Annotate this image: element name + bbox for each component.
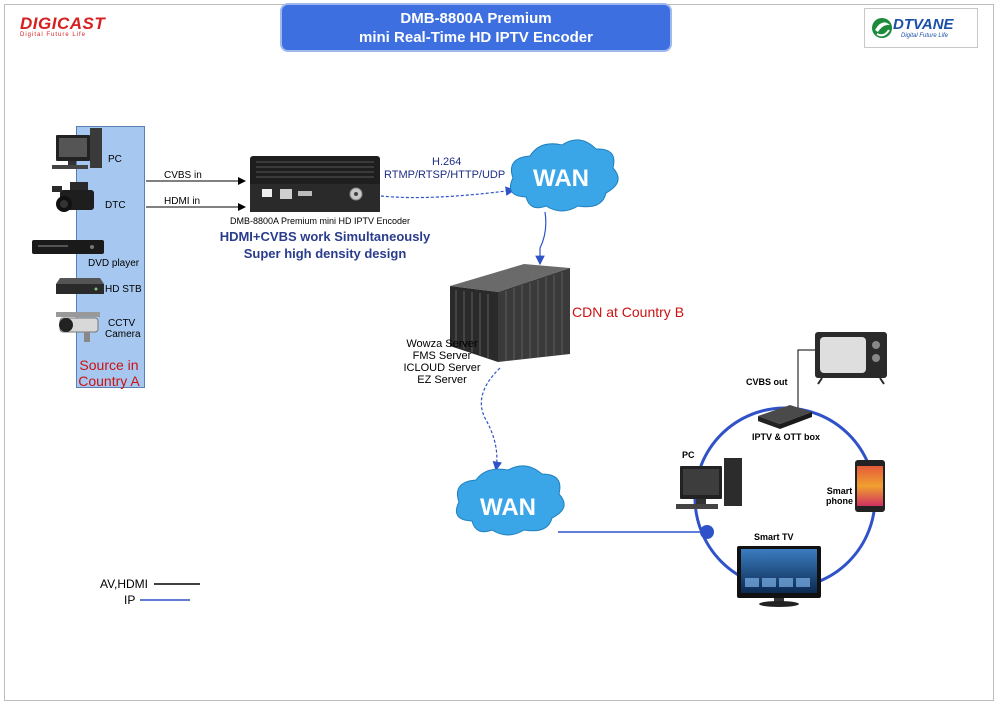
source-panel bbox=[76, 126, 145, 388]
source-label-dtc: DTC bbox=[105, 200, 126, 211]
source-label-dvd-player: DVD player bbox=[88, 258, 140, 269]
cdn-label: CDN at Country B bbox=[572, 304, 685, 320]
cdn-to-wan-link bbox=[480, 367, 503, 472]
pc-source-icon bbox=[52, 128, 102, 169]
wan-cloud-bottom bbox=[455, 465, 565, 536]
stream-codec-label: H.264 bbox=[432, 156, 462, 168]
source-label-hd-stb: HD STB bbox=[105, 284, 142, 295]
encoder-caption: DMB-8800A Premium mini HD IPTV Encoder bbox=[230, 216, 411, 226]
hd-stb-icon bbox=[56, 278, 104, 294]
home-network-node bbox=[700, 525, 714, 539]
iptv-ott-box-icon bbox=[758, 405, 812, 429]
cdn-server-wowza: Wowza Server bbox=[406, 338, 478, 350]
hdmi-in-label: HDMI in bbox=[164, 196, 201, 207]
pc-home-icon bbox=[676, 458, 742, 509]
wan-cloud-top bbox=[509, 139, 619, 212]
encoder-to-wan-link bbox=[380, 186, 516, 199]
cdn-server-ez: EZ Server bbox=[417, 374, 467, 386]
smart-tv-icon bbox=[737, 546, 821, 607]
cctv-camera-icon bbox=[56, 312, 100, 342]
retro-tv-icon bbox=[815, 332, 887, 385]
camcorder-icon bbox=[52, 182, 94, 212]
title-line-2: mini Real-Time HD IPTV Encoder bbox=[359, 29, 593, 46]
pc-home-label: PC bbox=[682, 450, 695, 460]
dtvane-logo-text: DTVANE bbox=[893, 16, 954, 33]
wan-top-label: WAN bbox=[533, 165, 589, 192]
legend-ip-label: IP bbox=[124, 593, 136, 607]
encoder-feature-2: Super high density design bbox=[243, 246, 407, 261]
source-caption-line-1: Source in bbox=[79, 357, 139, 373]
source-caption: Source in Country A bbox=[68, 357, 150, 389]
dtvane-swirl-icon bbox=[872, 18, 892, 38]
cdn-server-list: Wowza Server FMS Server ICLOUD Server EZ… bbox=[394, 338, 490, 386]
cdn-server-icloud: ICLOUD Server bbox=[403, 362, 481, 374]
encoder-feature-1: HDMI+CVBS work Simultaneously bbox=[219, 229, 431, 244]
dtvane-logo-tagline: Digital Future Life bbox=[901, 33, 949, 39]
source-label-cctv: CCTV bbox=[108, 318, 136, 329]
cdn-server-rack-icon bbox=[450, 264, 570, 362]
wan-to-cdn-link bbox=[535, 211, 547, 266]
source-label-pc: PC bbox=[108, 154, 122, 165]
iptv-ott-box-label: IPTV & OTT box bbox=[752, 432, 821, 442]
smart-phone-label-line-2: phone bbox=[826, 496, 853, 506]
digicast-logo-tagline: Digital Future Life bbox=[20, 32, 87, 38]
smart-phone-label: Smart phone bbox=[826, 486, 853, 506]
stream-protocols-label: RTMP/RTSP/HTTP/UDP bbox=[384, 169, 506, 181]
dtvane-logo: DTVANE Digital Future Life bbox=[864, 8, 978, 48]
dvd-player-icon bbox=[32, 240, 104, 254]
diagram-title: DMB-8800A Premium mini Real-Time HD IPTV… bbox=[280, 3, 672, 52]
source-label-camera: Camera bbox=[105, 329, 141, 340]
encoder-device-icon bbox=[250, 156, 380, 212]
smart-tv-label: Smart TV bbox=[754, 532, 794, 542]
cvbs-in-label: CVBS in bbox=[164, 170, 202, 181]
digicast-logo: DIGICAST Digital Future Life bbox=[20, 14, 105, 38]
box-to-tv-cable bbox=[797, 349, 815, 408]
cdn-server-fms: FMS Server bbox=[412, 350, 472, 362]
digicast-logo-text: DIGICAST bbox=[20, 14, 106, 33]
smart-phone-label-line-1: Smart bbox=[826, 486, 853, 496]
source-caption-line-2: Country A bbox=[78, 373, 140, 389]
smart-phone-icon bbox=[855, 460, 885, 512]
legend-av-hdmi-label: AV,HDMI bbox=[100, 577, 149, 591]
wan-bottom-label: WAN bbox=[480, 494, 536, 521]
cvbs-out-label: CVBS out bbox=[746, 377, 788, 387]
title-line-1: DMB-8800A Premium bbox=[400, 10, 552, 27]
